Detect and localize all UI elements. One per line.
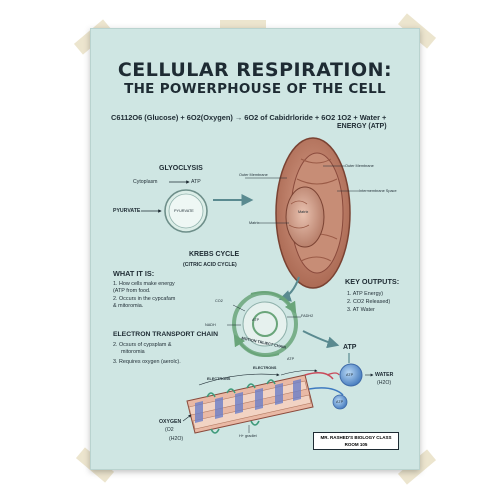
krebs-to-atp-arrow (302, 330, 340, 349)
mitochondrion-graphic (275, 137, 351, 289)
key-output-2: 2. CO2 Released) (347, 299, 391, 305)
outer-membrane-left-label: Outer Membrane (239, 173, 268, 177)
etc-item-3: 3. Requires oxygen (aerolc). (113, 359, 181, 365)
krebs-atp-label: ATP (252, 318, 260, 322)
krebs-co2-label: CO2 (215, 299, 223, 303)
atp-circle-label: ATP (346, 373, 354, 377)
key-outputs-heading: KEY OUTPUTS: (345, 277, 400, 286)
intermembrane-space-label: Intermembrane Space (359, 189, 397, 193)
poster-title: CELLULAR RESPIRATION: (117, 59, 393, 81)
etc-electrons-right-label: ELECTRONS (253, 366, 277, 370)
etc-heading: ELECTRON TRANSPORT CHAIN (113, 331, 218, 338)
glycolysis-heading: GLYOCLYSIS (159, 165, 203, 172)
etc-item-2: mitoromia (121, 349, 145, 355)
atp-heading: ATP (343, 344, 357, 351)
outer-membrane-right-label: Outer Membrane (345, 164, 374, 168)
class-label-line-2: ROOM 105 (344, 442, 368, 447)
krebs-fadh2-label: FADH2 (301, 314, 314, 318)
what-it-is-item-2: (ATP from food. (113, 288, 151, 294)
etc-item-1: 2. Ocsurs of cypsplam & (113, 342, 172, 348)
key-output-1: 1. ATP Energy) (347, 291, 384, 297)
diagram-illustrations (141, 137, 374, 434)
water-formula-label: (H2O) (377, 380, 392, 386)
krebs-heading: KREBS CYCLE (189, 251, 240, 258)
equation-line-2: ENERGY (ATP) (337, 123, 387, 130)
water-label: WATER (375, 372, 394, 378)
matrix-label: Matrix (249, 221, 260, 225)
cytoplasm-label: Cytoplasm (133, 179, 158, 185)
glycolysis-circle-graphic (164, 189, 208, 233)
electron-transport-chain-graphic (182, 369, 344, 434)
poster: CELLULAR RESPIRATION: THE POWERPHOUSE OF… (90, 28, 420, 470)
oxygen-label: OXYGEN (159, 419, 182, 425)
h-gradient-label: H+ gradlet (239, 434, 257, 438)
key-output-3: 3. AT Water (347, 307, 375, 313)
oxygen-water-label: (H2O) (169, 436, 184, 442)
krebs-subheading: (CITRIC ACID CYCLE) (183, 262, 237, 268)
what-it-is-heading: WHAT IT IS: (113, 269, 155, 278)
pyruvate-label: PYURVATE (113, 208, 141, 214)
matrix-inner-label: Matrix (298, 210, 309, 214)
glycolysis-circle-label: PYURVATE (174, 209, 194, 213)
atp-output-graphic (326, 353, 374, 410)
etc-electrons-left-label: ELECTRONS (207, 377, 231, 381)
krebs-cycle-graphic (227, 291, 301, 357)
equation-line-1: C6112O6 (Glucose) + 6O2(Oxygen) → 6O2 of… (111, 113, 387, 122)
krebs-nadh-label: NADH (205, 323, 216, 327)
class-label-box: MR. RASHED'S BIOLOGY CLASS ROOM 105 (313, 432, 399, 450)
glycolysis-atp-label: ATP (191, 179, 201, 185)
class-label-line-1: MR. RASHED'S BIOLOGY CLASS (320, 435, 392, 440)
etc-atp-small-label: ATP (287, 357, 295, 361)
poster-subtitle: THE POWERPHOUSE OF THE CELL (124, 81, 386, 97)
what-it-is-item-1: 1. How cells make energy (113, 281, 175, 287)
what-it-is-item-3: 2. Occurs in the cypcafam (113, 296, 176, 302)
what-it-is-item-4: & mitoromia. (113, 303, 144, 309)
oxygen-paren-label: (O2 (165, 427, 174, 433)
atp-small-circle-label: ATP (336, 400, 344, 404)
